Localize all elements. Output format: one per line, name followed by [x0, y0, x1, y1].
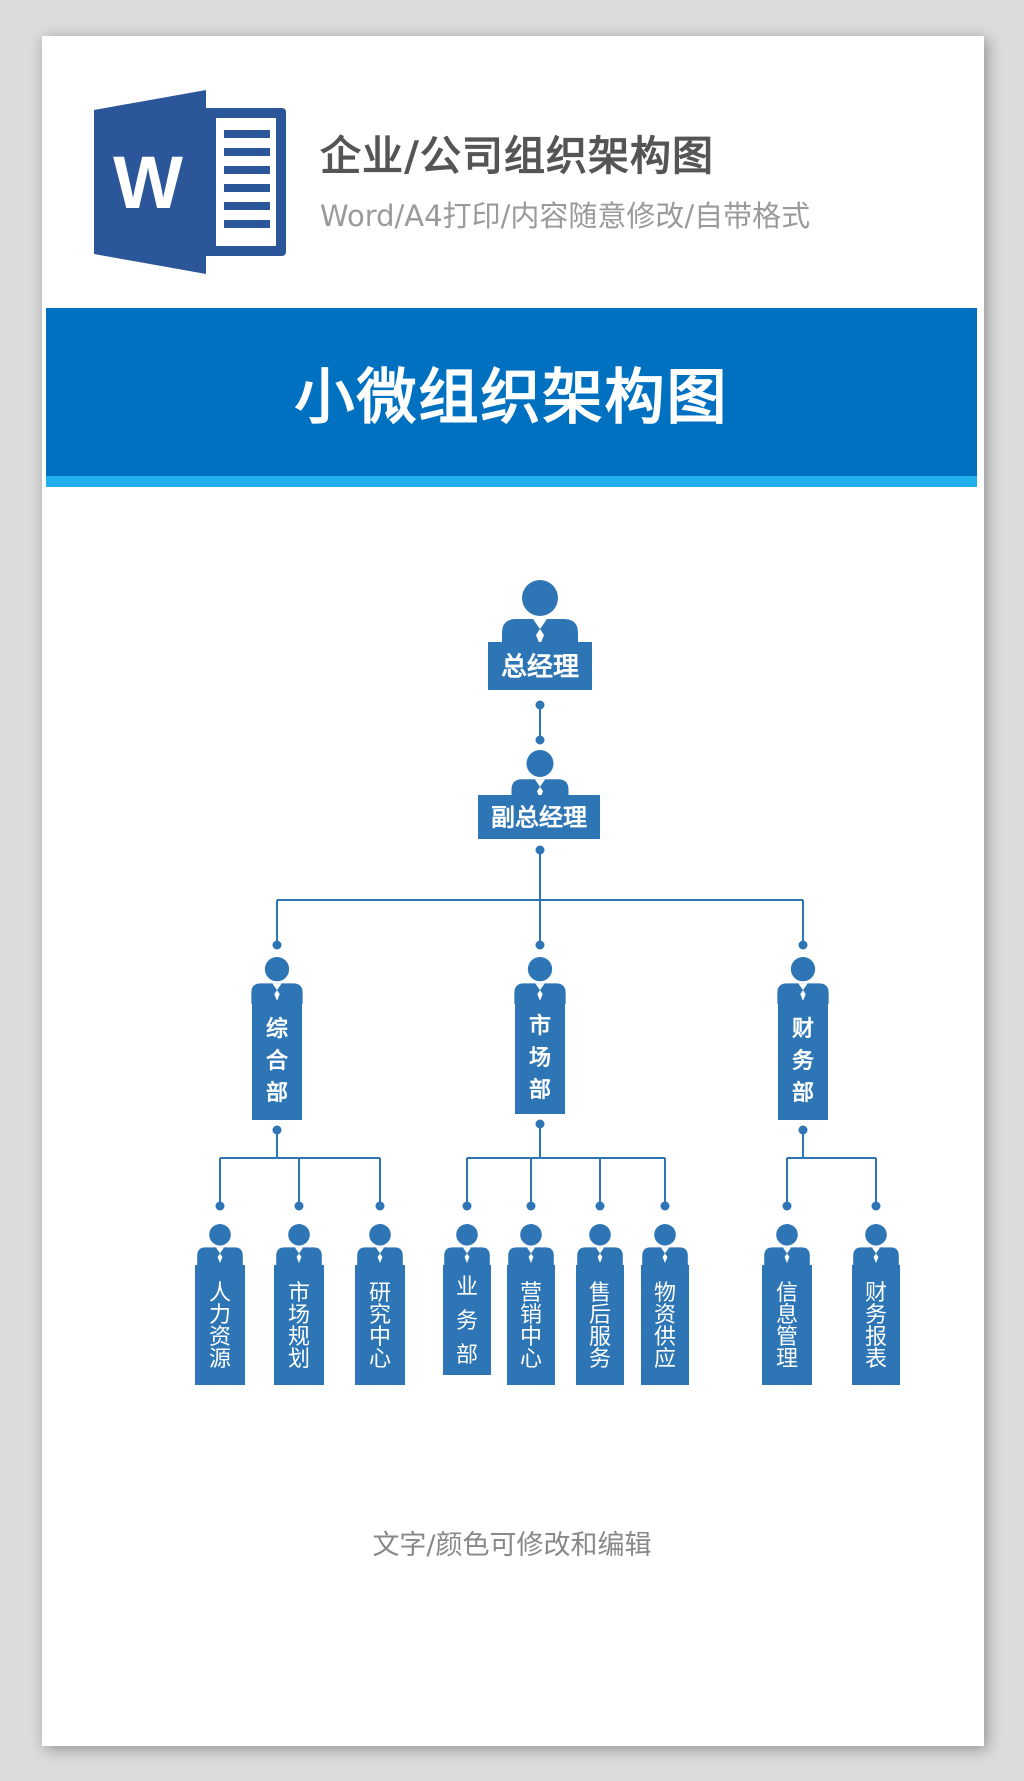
unit-1-1-box [195, 1265, 245, 1385]
department-3-label: 财务部 [792, 1017, 815, 1106]
deputy-manager-label: 副总经理 [491, 804, 587, 832]
general-manager-label: 总经理 [501, 651, 579, 682]
unit-1-2-box [274, 1265, 324, 1385]
department-1-box [252, 1000, 302, 1120]
unit-2-1-label: 业务部 [456, 1275, 478, 1368]
unit-2-2-label: 营销中心 [520, 1281, 542, 1372]
connector-dot [782, 1201, 792, 1211]
unit-2-4-label: 物资供应 [654, 1281, 676, 1372]
unit-3-2-box [852, 1265, 900, 1385]
unit-2-3-label: 售后服务 [589, 1281, 611, 1372]
connector-dot [798, 940, 808, 950]
connector-dot [462, 1201, 472, 1211]
unit-2-4-avatar-icon [642, 1224, 688, 1266]
department-2-box [515, 1000, 565, 1114]
unit-3-1-avatar-icon [764, 1224, 810, 1266]
general-manager-avatar-icon [502, 580, 578, 649]
connector-dot [215, 1201, 225, 1211]
unit-2-2-avatar-icon [508, 1224, 554, 1266]
unit-3-2-label: 财务报表 [865, 1281, 887, 1372]
word-logo-icon: W [94, 90, 286, 274]
unit-2-1-box [443, 1265, 491, 1375]
unit-2-3-avatar-icon [577, 1224, 623, 1266]
unit-1-3-label: 研究中心 [369, 1281, 391, 1372]
unit-1-1-avatar-icon [197, 1224, 243, 1266]
logo-letter: W [113, 141, 183, 224]
connector-dot [535, 940, 545, 950]
unit-1-3-box [355, 1265, 405, 1385]
unit-3-1-label: 信息管理 [776, 1281, 798, 1372]
unit-2-1-avatar-icon [444, 1224, 490, 1266]
connector-dot [660, 1201, 670, 1211]
department-3-box [778, 1000, 828, 1120]
connector-dot [526, 1201, 536, 1211]
department-3-avatar-icon [777, 957, 829, 1004]
unit-1-3-avatar-icon [357, 1224, 403, 1266]
connector-dot [595, 1201, 605, 1211]
connector-dot [272, 940, 282, 950]
unit-3-2-avatar-icon [853, 1224, 899, 1266]
unit-1-1-label: 人力资源 [209, 1281, 231, 1372]
deputy-manager-avatar-icon [511, 750, 569, 802]
unit-2-4-box [641, 1265, 689, 1385]
connector-dot [375, 1201, 385, 1211]
department-2-avatar-icon [514, 957, 566, 1004]
unit-1-2-label: 市场规划 [288, 1281, 310, 1372]
banner-accent-strip [46, 476, 977, 487]
document-subtitle: Word/A4打印/内容随意修改/自带格式 [320, 199, 811, 233]
department-2-label: 市场部 [529, 1013, 551, 1103]
banner-title: 小微组织架构图 [294, 362, 729, 433]
document-title: 企业/公司组织架构图 [320, 132, 714, 180]
unit-2-3-box [576, 1265, 624, 1385]
connector-dot [294, 1201, 304, 1211]
department-1-label: 综合部 [266, 1016, 289, 1106]
unit-2-2-box [507, 1265, 555, 1385]
department-1-avatar-icon [251, 957, 303, 1004]
connector-dot [535, 735, 545, 745]
title-banner [46, 308, 977, 476]
deputy-manager-box [478, 795, 600, 839]
unit-3-1-box [762, 1265, 812, 1385]
general-manager-box [488, 642, 592, 690]
connector-dot [871, 1201, 881, 1211]
unit-1-2-avatar-icon [276, 1224, 322, 1266]
footer-note: 文字/颜色可修改和编辑 [372, 1530, 652, 1561]
